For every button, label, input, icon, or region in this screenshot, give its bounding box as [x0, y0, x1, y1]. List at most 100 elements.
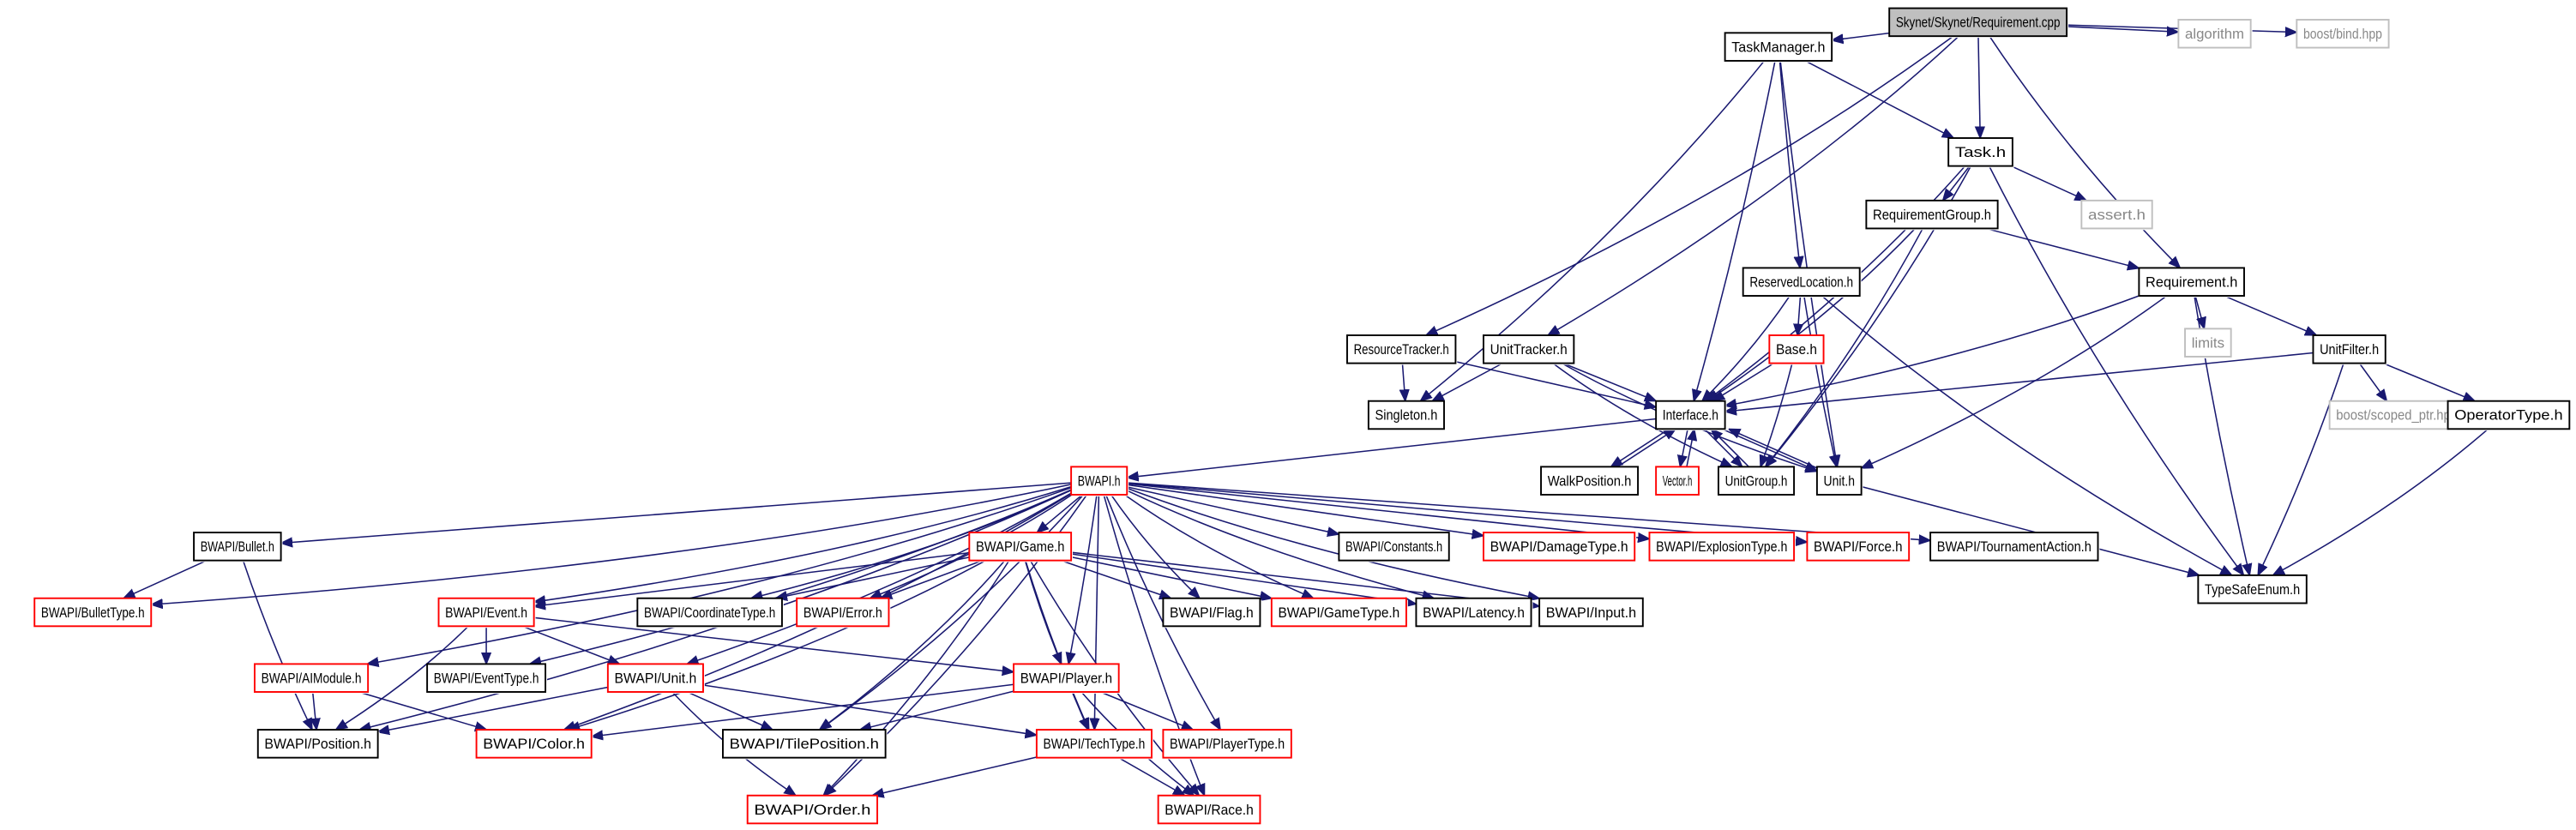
node-bwapi-order-h[interactable]: BWAPI/Order.h	[746, 794, 879, 826]
node-singleton-h[interactable]: Singleton.h	[1367, 400, 1446, 431]
node-interface-h[interactable]: Interface.h	[1655, 400, 1727, 431]
node-bwapi-gametype-h[interactable]: BWAPI/GameType.h	[1270, 597, 1408, 629]
node-bwapi-eventtype-h[interactable]: BWAPI/EventType.h	[426, 663, 547, 694]
node-label: Requirement.h	[2146, 274, 2237, 290]
node-taskmanager-h[interactable]: TaskManager.h	[1724, 32, 1834, 63]
edge-unit-to-interface	[1729, 429, 1824, 472]
node-unitfilter-h[interactable]: UnitFilter.h	[2312, 334, 2387, 365]
node-label: TaskManager.h	[1731, 39, 1825, 55]
node-label: BWAPI/Constants.h	[1345, 539, 1442, 555]
node-unit-h[interactable]: Unit.h	[1815, 466, 1863, 496]
node-bwapi-aimodule-h[interactable]: BWAPI/AIModule.h	[253, 663, 370, 694]
node-box	[2312, 334, 2386, 364]
edge-resourcetracker-to-interface	[1455, 360, 1656, 407]
edge-bwunit-to-techtype	[702, 684, 1037, 735]
node-base-h[interactable]: Base.h	[1768, 334, 1826, 365]
node-label: Unit.h	[1824, 473, 1855, 489]
edge-bwapi-to-techtype	[1094, 494, 1098, 730]
node-label: BWAPI/Bullet.h	[201, 539, 274, 555]
node-box	[1717, 466, 1796, 496]
edge-game-to-event	[534, 551, 970, 607]
node-bwapi-force-h[interactable]: BWAPI/Force.h	[1806, 532, 1911, 562]
node-requirementgroup-h[interactable]: RequirementGroup.h	[1865, 199, 2000, 231]
node-bwapi-color-h[interactable]: BWAPI/Color.h	[475, 729, 593, 760]
edge-bwapi-to-tileposition	[820, 494, 1084, 730]
node-requirement-h[interactable]: Requirement.h	[2138, 267, 2246, 298]
node-bwapi-tournamentaction-h[interactable]: BWAPI/TournamentAction.h	[1929, 532, 2100, 562]
edge-bwapi-to-bullet	[281, 482, 1072, 543]
node-typesafeenum-h[interactable]: TypeSafeEnum.h	[2197, 574, 2308, 605]
node-walkposition-h[interactable]: WalkPosition.h	[1540, 466, 1640, 496]
edge-requirement-to-interface	[1725, 295, 2140, 406]
node-bwapi-constants-h[interactable]: BWAPI/Constants.h	[1338, 532, 1451, 562]
node-assert-h[interactable]: assert.h	[2080, 199, 2154, 231]
edge-unitfilter-to-scopedptr	[2358, 363, 2386, 401]
node-box	[1157, 794, 1261, 825]
node-label: BWAPI/Color.h	[483, 737, 585, 752]
node-box	[606, 663, 704, 693]
edge-reserved-to-base	[1797, 295, 1800, 335]
edge-interface-to-bwapi	[1127, 418, 1657, 478]
node-bwapi-techtype-h[interactable]: BWAPI/TechType.h	[1035, 729, 1153, 760]
node-bwapi-latency-h[interactable]: BWAPI/Latency.h	[1415, 597, 1533, 629]
node-bwapi-event-h[interactable]: BWAPI/Event.h	[437, 597, 536, 629]
node-bwapi-explosiontype-h[interactable]: BWAPI/ExplosionType.h	[1648, 532, 1796, 562]
node-bwapi-flag-h[interactable]: BWAPI/Flag.h	[1162, 597, 1262, 629]
node-boost-scoped-ptr-hpp[interactable]: boost/scoped_ptr.hpp	[2328, 400, 2466, 431]
node-bwapi-bullettype-h[interactable]: BWAPI/BulletType.h	[33, 597, 153, 629]
node-task-h[interactable]: Task.h	[1947, 137, 2014, 168]
node-bwapi-tileposition-h[interactable]: BWAPI/TilePosition.h	[722, 729, 888, 760]
node-label: BWAPI/Latency.h	[1423, 605, 1525, 621]
node-bwapi-input-h[interactable]: BWAPI/Input.h	[1538, 597, 1645, 629]
edges-layer	[123, 24, 2489, 796]
node-box	[256, 729, 379, 759]
node-box	[722, 729, 887, 759]
edge-task-to-assert	[2010, 165, 2086, 201]
node-box	[796, 597, 890, 628]
node-limits[interactable]: limits	[2184, 328, 2233, 358]
edge-game-to-coordinatetype	[776, 556, 970, 598]
node-label: RequirementGroup.h	[1873, 208, 1991, 223]
edge-game-to-flag	[1060, 559, 1171, 598]
node-vector-h[interactable]: Vector.h	[1655, 466, 1700, 496]
node-bwapi-unit-h[interactable]: BWAPI/Unit.h	[606, 663, 705, 694]
node-reservedlocation-h[interactable]: ReservedLocation.h	[1742, 267, 1862, 298]
node-bwapi-player-h[interactable]: BWAPI/Player.h	[1013, 663, 1121, 694]
node-algorithm[interactable]: algorithm	[2177, 19, 2253, 50]
edge-root-to-algorithm	[2067, 26, 2178, 32]
node-box	[2138, 267, 2245, 297]
node-bwapi-position-h[interactable]: BWAPI/Position.h	[256, 729, 380, 760]
edge-event-to-bwunit	[521, 625, 619, 664]
node-boost-bind-hpp[interactable]: boost/bind.hpp	[2296, 19, 2391, 50]
node-unitgroup-h[interactable]: UnitGroup.h	[1717, 466, 1796, 496]
node-operatortype-h[interactable]: OperatorType.h	[2447, 400, 2572, 431]
node-bwapi-race-h[interactable]: BWAPI/Race.h	[1157, 794, 1262, 826]
node-bwapi-error-h[interactable]: BWAPI/Error.h	[796, 597, 891, 629]
node-bwapi-playertype-h[interactable]: BWAPI/PlayerType.h	[1162, 729, 1293, 760]
node-label: ReservedLocation.h	[1749, 274, 1853, 290]
node-bwapi-coordinatetype-h[interactable]: BWAPI/CoordinateType.h	[636, 597, 784, 629]
node-label: BWAPI/GameType.h	[1279, 605, 1400, 621]
edge-bwunit-to-tileposition	[686, 691, 773, 730]
edge-taskmanager-to-task	[1804, 60, 1953, 138]
node-box	[636, 597, 783, 628]
edge-reserved-to-typesafeenum	[1821, 295, 2232, 575]
node-bwapi-damagetype-h[interactable]: BWAPI/DamageType.h	[1483, 532, 1637, 562]
node-bwapi-bullet-h[interactable]: BWAPI/Bullet.h	[193, 532, 283, 562]
node-box	[2177, 19, 2252, 49]
node-box	[1929, 532, 2099, 562]
edge-bwapi-to-aimodule	[367, 487, 1072, 665]
edge-bwapi-to-eventtype	[530, 489, 1072, 664]
node-unittracker-h[interactable]: UnitTracker.h	[1483, 334, 1576, 365]
node-bwapi-game-h[interactable]: BWAPI/Game.h	[968, 532, 1074, 562]
edge-interface-to-unitgroup	[1704, 428, 1742, 466]
node-resourcetracker-h[interactable]: ResourceTracker.h	[1346, 334, 1458, 365]
node-label: BWAPI/Input.h	[1546, 605, 1636, 621]
node-skynet-skynet-requirement-cpp[interactable]: Skynet/Skynet/Requirement.cpp	[1888, 7, 2069, 39]
edge-unittracker-to-unitgroup	[1552, 363, 1732, 467]
node-box	[968, 532, 1073, 562]
node-box	[2197, 574, 2308, 604]
node-box	[193, 532, 282, 562]
node-bwapi-h[interactable]: BWAPI.h	[1070, 466, 1129, 496]
